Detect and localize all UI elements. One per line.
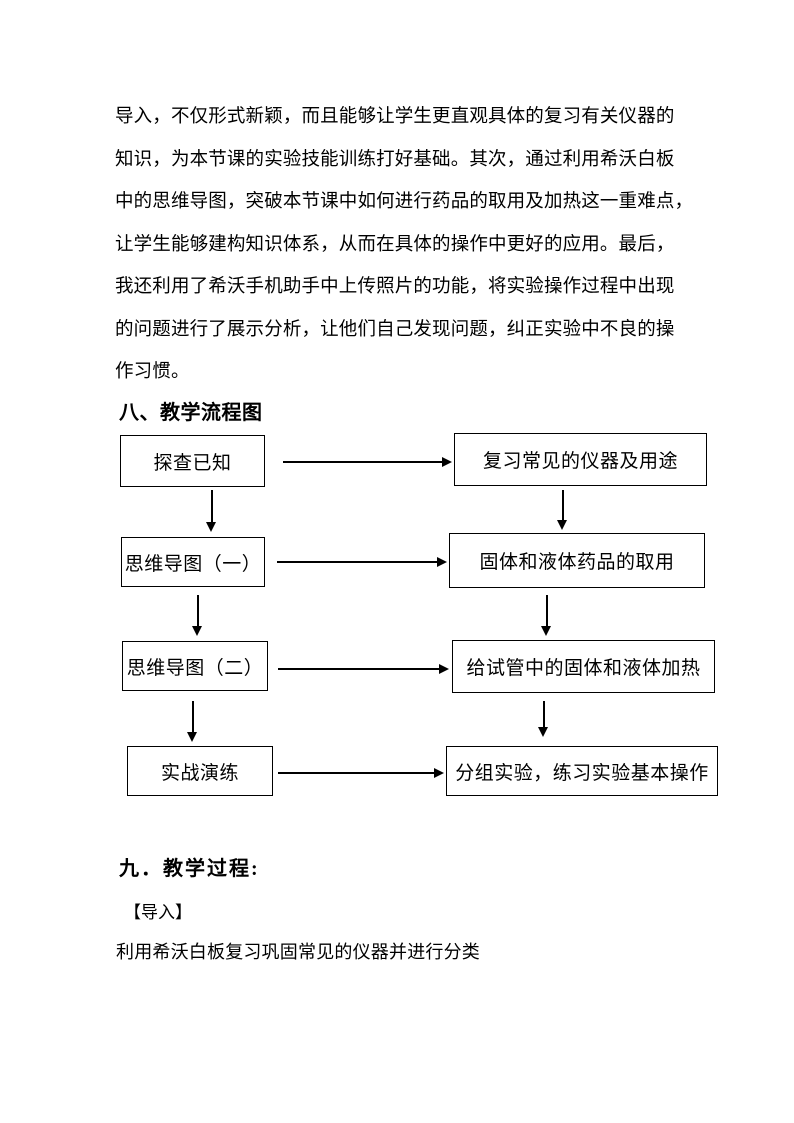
flow-arrow-right-icon xyxy=(283,457,452,466)
flow-arrow-right-icon xyxy=(277,557,447,566)
paragraph-line: 知识，为本节课的实验技能训练打好基础。其次，通过利用希沃白板 xyxy=(115,149,675,170)
section-8-heading: 八、教学流程图 xyxy=(119,402,263,424)
paragraph-line: 导入，不仅形式新颖，而且能够让学生更直观具体的复习有关仪器的 xyxy=(115,107,675,127)
flow-arrow-down-icon xyxy=(207,490,215,532)
paragraph-line: 中的思维导图，突破本节课中如何进行药品的取用及加热这一重难点， xyxy=(115,192,694,212)
flow-box-label: 实战演练 xyxy=(160,762,239,784)
paragraph-line: 让学生能够建构知识体系，从而在具体的操作中更好的应用。最后， xyxy=(115,234,675,255)
flow-box-explore-known: 探查已知 xyxy=(120,435,265,487)
step-body-text: 利用希沃白板复习巩固常见的仪器并进行分类 xyxy=(116,942,480,962)
flow-box-label: 给试管中的固体和液体加热 xyxy=(466,658,701,679)
flow-box-review-instruments: 复习常见的仪器及用途 xyxy=(454,433,707,486)
intro-paragraph: 导入，不仅形式新颖，而且能够让学生更直观具体的复习有关仪器的 知识，为本节课的实… xyxy=(115,96,725,394)
flow-arrow-down-icon xyxy=(193,595,201,636)
flow-box-label: 思维导图（二） xyxy=(126,657,264,679)
flow-box-mindmap-2: 思维导图（二） xyxy=(122,641,268,691)
flow-box-mindmap-1: 思维导图（一） xyxy=(121,537,265,587)
section-9-heading: 九．教学过程: xyxy=(119,858,260,880)
flow-arrow-down-icon xyxy=(558,490,566,530)
flow-box-label: 思维导图（一） xyxy=(124,553,262,575)
flow-arrow-right-icon xyxy=(278,664,449,673)
flow-box-take-solid-liquid: 固体和液体药品的取用 xyxy=(449,533,705,588)
flow-arrow-down-icon xyxy=(188,701,196,742)
paragraph-line: 作习惯。 xyxy=(115,362,190,382)
flow-box-label: 固体和液体药品的取用 xyxy=(479,552,675,573)
flow-arrow-right-icon xyxy=(278,768,444,777)
flow-box-label: 复习常见的仪器及用途 xyxy=(482,451,678,472)
flow-arrow-down-icon xyxy=(542,595,550,636)
step-marker-intro: 【导入】 xyxy=(124,903,192,922)
flow-box-label: 探查已知 xyxy=(153,452,232,474)
flow-arrow-down-icon xyxy=(539,701,547,737)
flow-box-label: 分组实验，练习实验基本操作 xyxy=(455,762,709,784)
flow-box-heat-test-tube: 给试管中的固体和液体加热 xyxy=(452,640,715,693)
flow-box-group-experiment: 分组实验，练习实验基本操作 xyxy=(446,746,718,796)
paragraph-line: 的问题进行了展示分析，让他们自己发现问题，纠正实验中不良的操 xyxy=(115,319,675,340)
paragraph-line: 我还利用了希沃手机助手中上传照片的功能，将实验操作过程中出现 xyxy=(115,277,675,297)
flow-box-practice-drill: 实战演练 xyxy=(127,746,273,796)
